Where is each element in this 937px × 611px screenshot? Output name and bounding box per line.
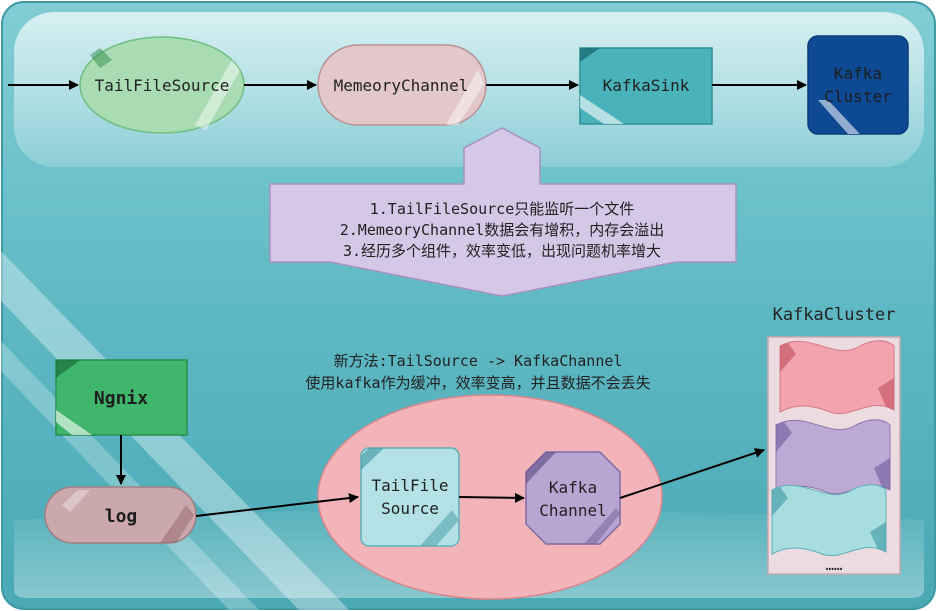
kafka-channel-node [525, 451, 621, 545]
arrow-channel-to-cluster [619, 448, 765, 499]
ngnix-node [55, 359, 188, 436]
kafka-cluster-title: KafkaCluster [773, 305, 896, 325]
problem-line-2: 2.MemeoryChannel数据会有增积，内存会溢出 [340, 221, 665, 239]
ngnix-label: Ngnix [94, 388, 148, 409]
arrow-log-to-source [195, 493, 359, 517]
kafka-sink-label: KafkaSink [603, 76, 690, 95]
new-method-line-2: 使用kafka作为缓冲，效率变高，并且数据不会丢失 [305, 374, 650, 392]
tailfile-source-node [360, 447, 460, 547]
tailfilesource-label: TailFileSource [95, 76, 230, 95]
memory-channel-label: MemeoryChannel [334, 76, 469, 95]
kafka-cluster-label-line2: Cluster [824, 87, 892, 106]
arrow-source-to-kafkachannel [458, 492, 525, 503]
tailfile-source-label-line1: TailFile [371, 476, 448, 495]
log-label: log [105, 506, 138, 527]
problem-line-1: 1.TailFileSource只能监听一个文件 [370, 200, 635, 218]
kafka-sink-node [579, 47, 713, 125]
tailfile-source-label-line2: Source [381, 499, 439, 518]
problems-callout [269, 127, 737, 297]
kafka-cluster-ellipsis: …… [826, 558, 843, 574]
kafka-channel-label-line1: Kafka [549, 478, 597, 497]
partition-flag-purple [775, 419, 891, 495]
kafka-cluster-label-line1: Kafka [834, 64, 882, 83]
new-method-line-1: 新方法:TailSource -> KafkaChannel [334, 352, 623, 370]
kafka-cluster-node [807, 35, 909, 135]
tailfilesource-node [79, 36, 245, 134]
kafka-channel-label-line2: Channel [539, 501, 606, 520]
partition-flag-teal [771, 484, 887, 557]
partition-flag-red [779, 340, 895, 415]
problem-line-3: 3.经历多个组件，效率变低，出现问题机率增大 [343, 242, 661, 260]
